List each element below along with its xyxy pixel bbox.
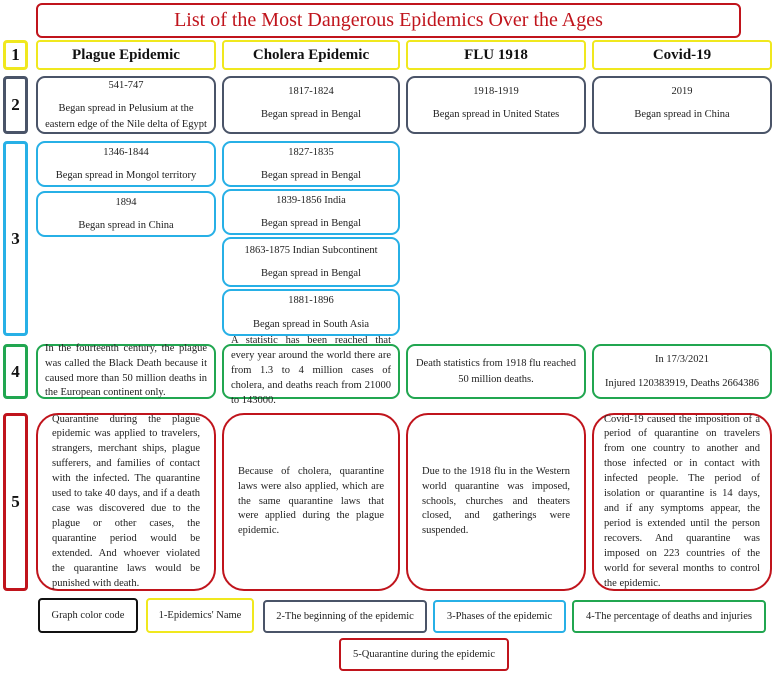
phase-plague-1-text: Began spread in Mongol territory: [55, 170, 197, 181]
deaths-flu: Death statistics from 1918 flu reached 5…: [406, 344, 586, 399]
phase-plague-1-period: 1346-1844: [103, 146, 149, 158]
phase-cholera-4-period: 1881-1896: [288, 295, 334, 307]
deaths-covid-date: In 17/3/2021: [655, 354, 709, 366]
beginning-covid-period: 2019: [671, 86, 693, 97]
legend-item-1: 1-Epidemics' Name: [146, 598, 254, 633]
phase-plague-2-period: 1894: [115, 196, 137, 208]
legend-item-3: 3-Phases of the epidemic: [433, 600, 566, 633]
phase-cholera-3: 1863-1875 Indian Subcontinent Began spre…: [222, 237, 400, 287]
row-label-1: 1: [3, 40, 28, 70]
beginning-plague: 541-747 Began spread in Pelusium at the …: [36, 76, 216, 134]
legend-item-2: 2-The beginning of the epidemic: [263, 600, 427, 633]
phase-cholera-1-period: 1827-1835: [288, 146, 334, 158]
deaths-covid: In 17/3/2021 Injured 120383919, Deaths 2…: [592, 344, 772, 399]
row-label-5: 5: [3, 413, 28, 591]
beginning-cholera-text: Began spread in Bengal: [260, 109, 361, 121]
legend-item-4: 4-The percentage of deaths and injuries: [572, 600, 766, 633]
beginning-plague-period: 541-747: [108, 80, 144, 92]
row-label-3: 3: [3, 141, 28, 336]
phase-cholera-2-text: Began spread in Bengal: [260, 218, 361, 229]
phase-cholera-1-text: Began spread in Bengal: [260, 170, 361, 181]
beginning-flu-period: 1918-1919: [473, 86, 519, 97]
beginning-cholera: 1817-1824 Began spread in Bengal: [222, 76, 400, 134]
beginning-flu: 1918-1919 Began spread in United States: [406, 76, 586, 134]
phase-plague-2-text: Began spread in China: [78, 220, 174, 231]
header-cholera: Cholera Epidemic: [222, 40, 400, 70]
beginning-plague-text: Began spread in Pelusium at the eastern …: [45, 103, 207, 130]
header-plague: Plague Epidemic: [36, 40, 216, 70]
row-label-4: 4: [3, 344, 28, 399]
header-covid-19: Covid-19: [592, 40, 772, 70]
beginning-cholera-period: 1817-1824: [288, 86, 334, 97]
row-label-2: 2: [3, 76, 28, 134]
quarantine-plague: Quarantine during the plague epidemic wa…: [36, 413, 216, 591]
phase-plague-2: 1894 Began spread in China: [36, 191, 216, 237]
quarantine-flu: Due to the 1918 flu in the Western world…: [406, 413, 586, 591]
header-flu-1918: FLU 1918: [406, 40, 586, 70]
deaths-cholera: A statistic has been reached that every …: [222, 335, 400, 406]
phase-cholera-2-period: 1839-1856 India: [276, 194, 346, 206]
phase-cholera-3-text: Began spread in Bengal: [260, 268, 361, 279]
deaths-covid-figures: Injured 120383919, Deaths 2664386: [605, 377, 759, 389]
phase-cholera-3-period: 1863-1875 Indian Subcontinent: [244, 244, 378, 256]
beginning-covid: 2019 Began spread in China: [592, 76, 772, 134]
quarantine-cholera: Because of cholera, quarantine laws were…: [222, 413, 400, 591]
legend-color-code: Graph color code: [38, 598, 138, 633]
beginning-flu-text: Began spread in United States: [432, 109, 560, 121]
legend-item-5: 5-Quarantine during the epidemic: [339, 638, 509, 671]
phase-cholera-1: 1827-1835 Began spread in Bengal: [222, 141, 400, 187]
phase-plague-1: 1346-1844 Began spread in Mongol territo…: [36, 141, 216, 187]
phase-cholera-2: 1839-1856 India Began spread in Bengal: [222, 189, 400, 235]
phase-cholera-4: 1881-1896 Began spread in South Asia: [222, 289, 400, 336]
beginning-covid-text: Began spread in China: [634, 109, 730, 121]
diagram-title: List of the Most Dangerous Epidemics Ove…: [36, 3, 741, 38]
quarantine-covid: Covid-19 caused the imposition of a peri…: [592, 413, 772, 591]
phase-cholera-4-text: Began spread in South Asia: [252, 318, 370, 330]
deaths-plague: In the fourteenth century, the plague wa…: [36, 343, 216, 399]
